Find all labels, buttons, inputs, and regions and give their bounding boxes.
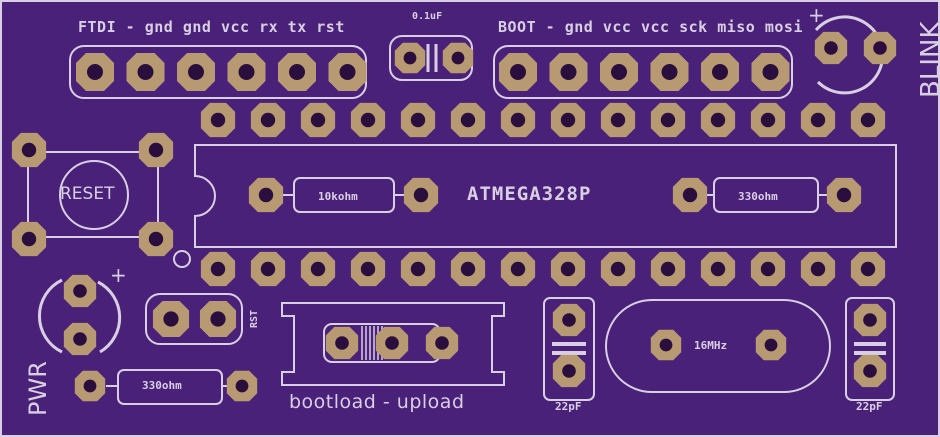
- switch-pad: [375, 326, 409, 360]
- chip-pin-pad: [400, 251, 436, 287]
- resistor-pad: [672, 177, 708, 213]
- capacitor-22pf-right-label: 22pF: [856, 400, 883, 413]
- svg-text:+: +: [110, 263, 127, 287]
- led-pad: [814, 31, 848, 65]
- svg-text:+: +: [808, 3, 825, 27]
- chip-pin-pad: [450, 102, 486, 138]
- chip-pin-pad: [650, 251, 686, 287]
- capacitor-pad: [853, 354, 887, 388]
- chip-pin-pad: [550, 251, 586, 287]
- ftdi-header-pad: [278, 53, 316, 91]
- chip-pin-pad: [300, 102, 336, 138]
- chip-pin-pad: [350, 251, 386, 287]
- resistor-pad: [226, 370, 258, 402]
- switch-pad: [325, 326, 359, 360]
- chip-pin-pad: [600, 251, 636, 287]
- chip-pin-pad: [500, 251, 536, 287]
- capacitor-22pf-left-label: 22pF: [555, 400, 582, 413]
- boot-header-pad: [650, 53, 689, 91]
- resistor-330ohm-top-label: 330ohm: [738, 190, 778, 203]
- chip-pin-pad: [850, 251, 886, 287]
- rst-jumper-label: RST: [249, 309, 261, 329]
- chip-pin-pad: [800, 251, 836, 287]
- reset-button-label: RESET: [60, 184, 115, 204]
- boot-header-pad: [549, 53, 588, 91]
- led-pad: [863, 31, 897, 65]
- switch-pad: [138, 221, 174, 257]
- capacitor-pad: [552, 303, 586, 337]
- ftdi-header-pad: [177, 53, 215, 91]
- ftdi-header-pad: [227, 53, 266, 91]
- chip-pin-pad: [450, 251, 486, 287]
- switch-pad: [138, 132, 174, 168]
- crystal-pad: [755, 329, 787, 361]
- led-pad: [63, 322, 97, 356]
- chip-pin-pad: [650, 102, 686, 138]
- ftdi-header-pad: [76, 53, 114, 91]
- ftdi-header-pad: [328, 53, 367, 91]
- resistor-pad: [403, 177, 439, 213]
- chip-pin-pad: [500, 102, 536, 138]
- chip-pin-pad: [200, 102, 236, 138]
- chip-pin-pad: [250, 251, 286, 287]
- crystal-pad: [650, 329, 682, 361]
- switch-pad: [11, 221, 47, 257]
- jumper-pad: [199, 300, 237, 338]
- power-led-label: PWR: [24, 361, 52, 416]
- chip-pin-pad: [700, 102, 736, 138]
- boot-header-pad: [600, 53, 638, 91]
- chip-pin-pad: [850, 102, 886, 138]
- resistor-10kohm-label: 10kohm: [318, 190, 358, 203]
- chip-pin-pad: [550, 102, 586, 138]
- capacitor-pad: [853, 303, 887, 337]
- capacitor-pad: [394, 42, 426, 74]
- jumper-pad: [152, 300, 190, 338]
- capacitor-pad: [442, 42, 474, 74]
- boot-header-pad: [499, 53, 537, 91]
- chip-pin-pad: [750, 102, 786, 138]
- chip-pin-pad: [600, 102, 636, 138]
- resistor-pad: [248, 177, 284, 213]
- ftdi-header-label: FTDI - gnd gnd vcc rx tx rst: [78, 18, 345, 36]
- resistor-pad: [826, 177, 862, 213]
- boot-header-label: BOOT - gnd vcc vcc sck miso mosi: [498, 18, 803, 36]
- capacitor-0-1uf-label: 0.1uF: [412, 11, 443, 22]
- chip-label: ATMEGA328P: [467, 183, 592, 205]
- led-pad: [63, 274, 97, 308]
- chip-pin-pad: [200, 251, 236, 287]
- chip-pin-pad: [350, 102, 386, 138]
- boot-header-pad: [701, 53, 739, 91]
- ftdi-header-pad: [126, 53, 165, 91]
- chip-pin-pad: [400, 102, 436, 138]
- crystal-label: 16MHz: [694, 339, 728, 352]
- resistor-330ohm-bottom-label: 330ohm: [142, 379, 182, 392]
- capacitor-pad: [552, 354, 586, 388]
- bootload-switch-label: bootload - upload: [289, 391, 465, 413]
- blink-led-label: BLINK: [916, 21, 940, 99]
- chip-pin-pad: [750, 251, 786, 287]
- chip-pin-pad: [250, 102, 286, 138]
- resistor-pad: [74, 370, 106, 402]
- chip-pin-pad: [700, 251, 736, 287]
- boot-header-pad: [751, 53, 790, 91]
- chip-pin-pad: [300, 251, 336, 287]
- switch-pad: [11, 132, 47, 168]
- chip-pin-pad: [800, 102, 836, 138]
- switch-pad: [425, 326, 459, 360]
